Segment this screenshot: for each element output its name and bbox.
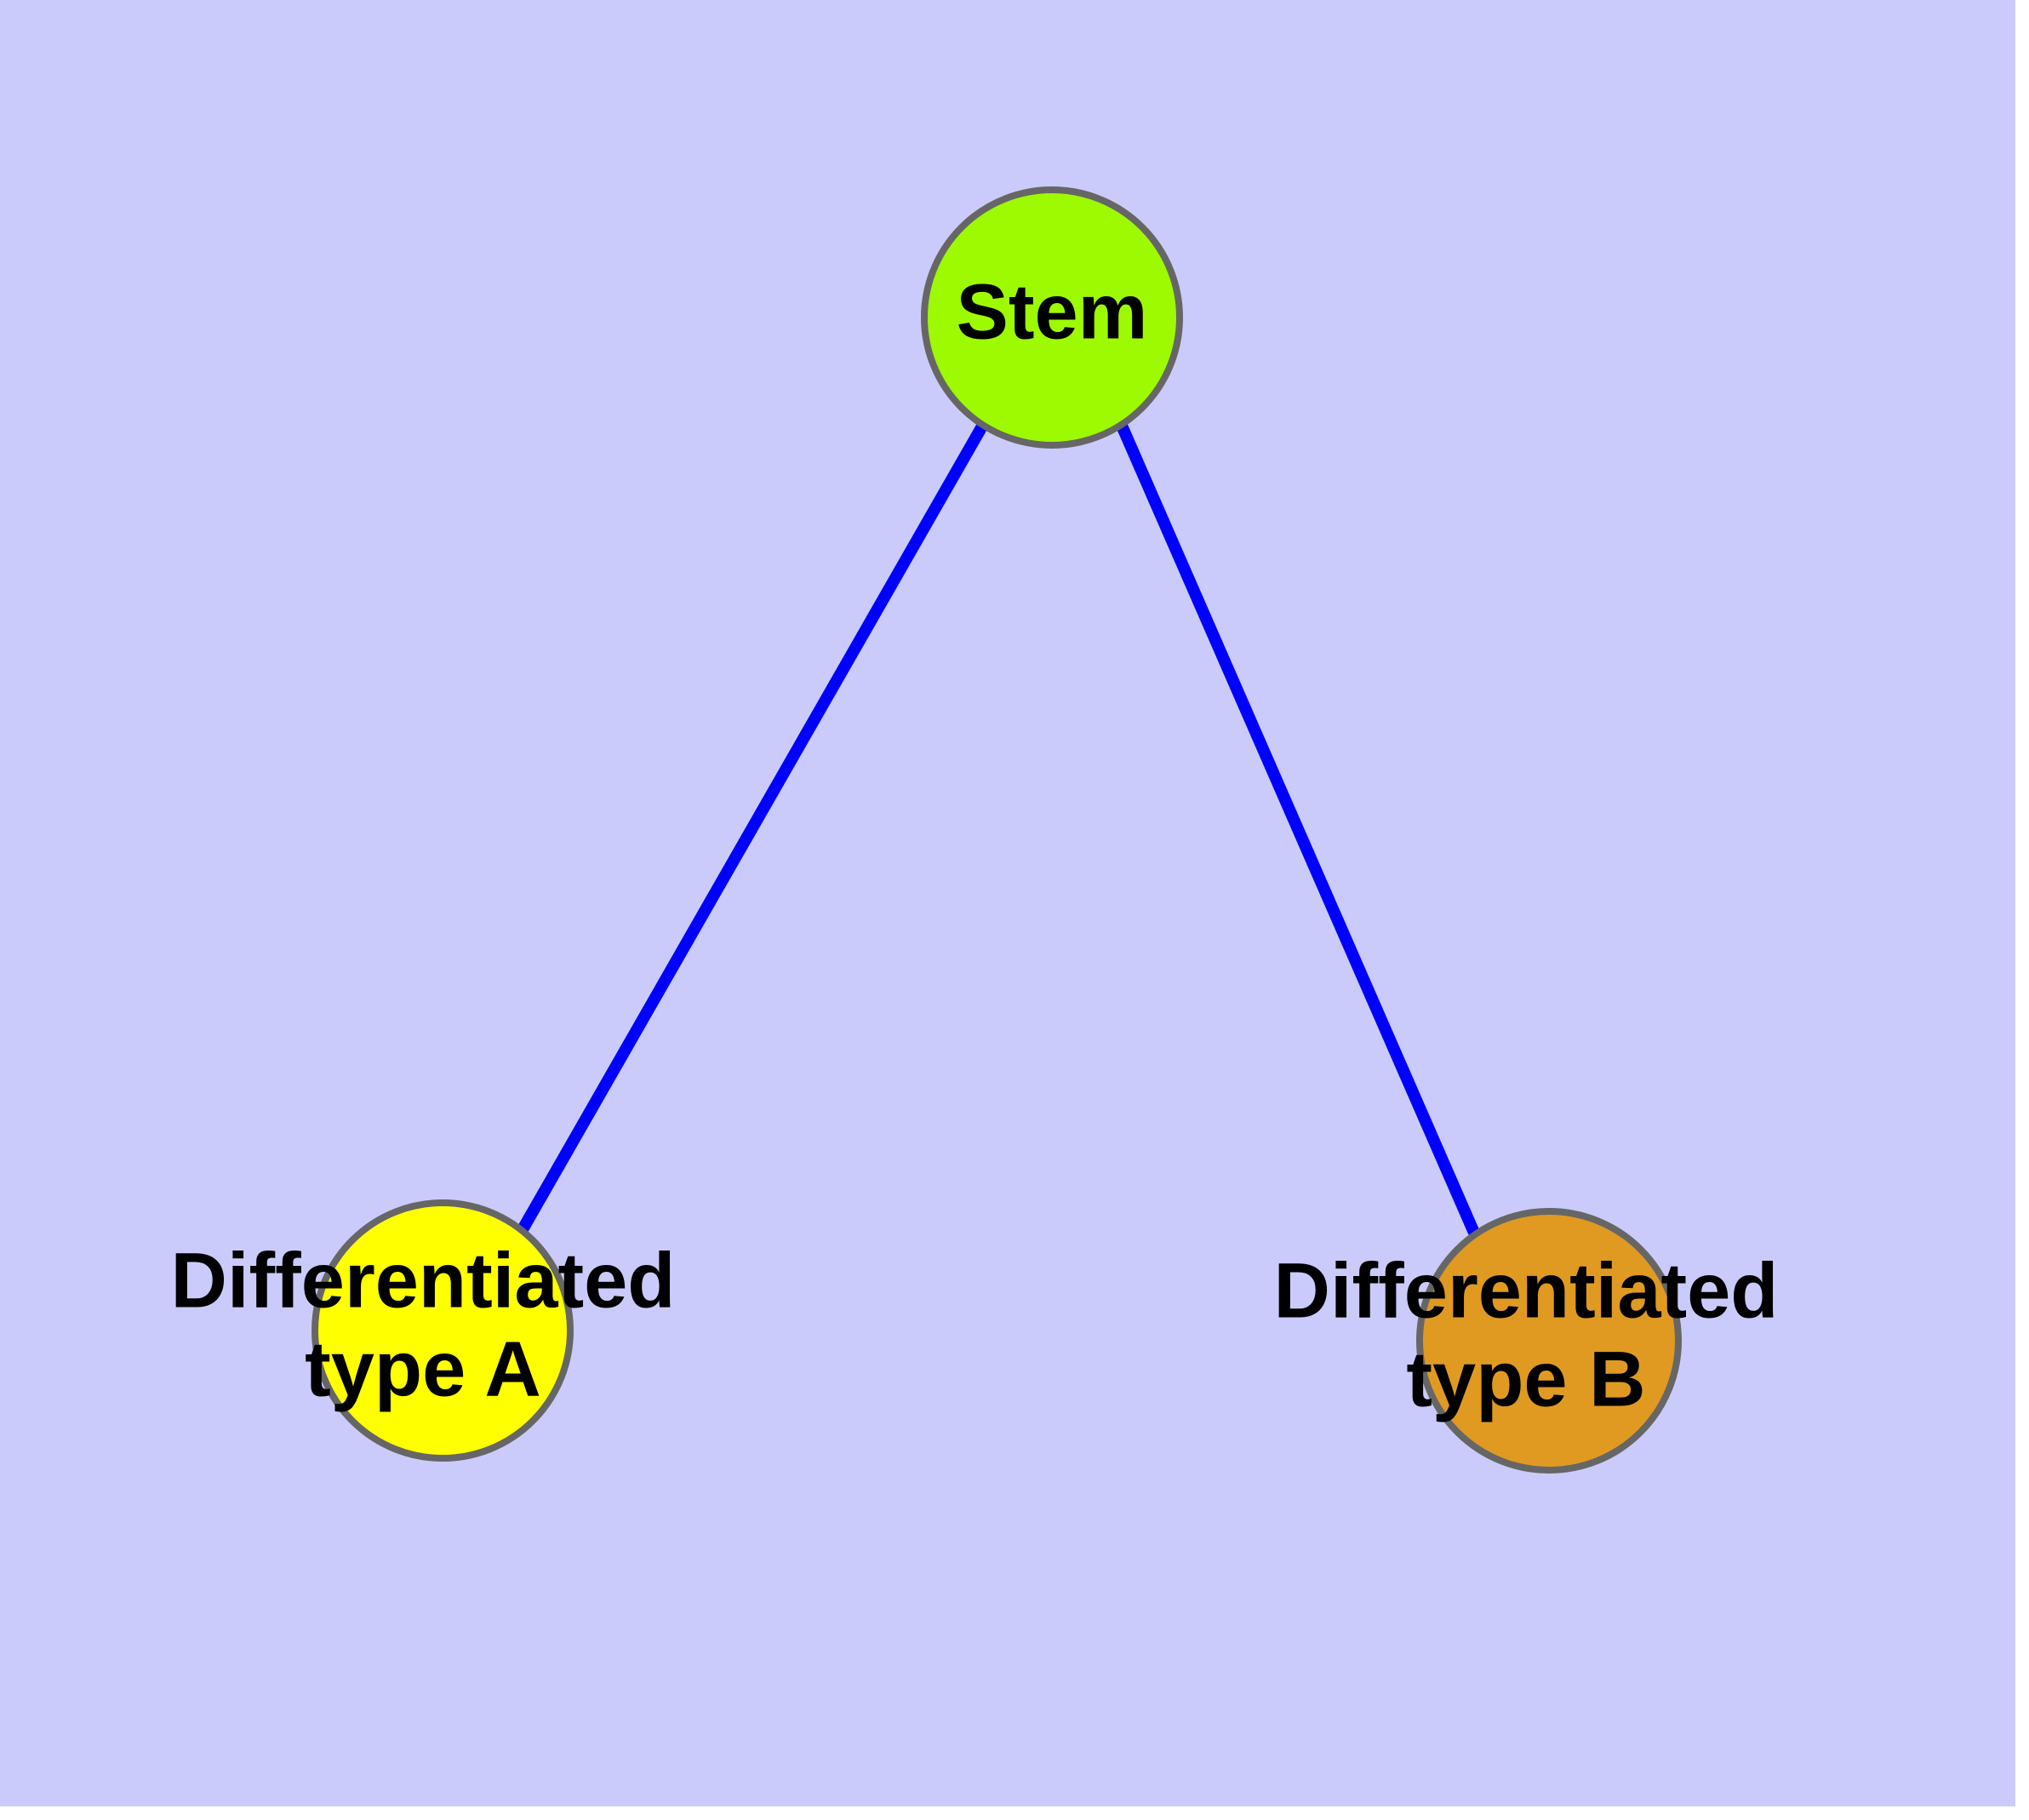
node-stem[interactable]: Stem [921,186,1183,449]
node-differentiated-type-a[interactable]: Differentiated type A [171,1199,676,1462]
node-label-differentiated-type-a-line2: type A [305,1325,541,1412]
node-circle-differentiated-type-a[interactable] [311,1199,574,1462]
node-label-stem-line1: Stem [957,268,1148,355]
edge-stem-to-diff-b[interactable] [1116,423,1480,1235]
node-circle-stem[interactable] [921,186,1183,449]
edge-stem-to-diff-a[interactable] [516,421,989,1234]
node-label-differentiated-type-b-line2: type B [1406,1336,1645,1422]
node-differentiated-type-b[interactable]: Differentiated type B [1274,1208,1779,1474]
edges-layer [516,421,1480,1235]
nodes-layer: Stem Differentiated type A Differentiate… [171,186,1779,1474]
node-label-differentiated-type-b-line1: Differentiated [1274,1247,1779,1334]
node-circle-differentiated-type-b[interactable] [1416,1208,1682,1474]
node-label-differentiated-type-a-line1: Differentiated [171,1237,676,1324]
